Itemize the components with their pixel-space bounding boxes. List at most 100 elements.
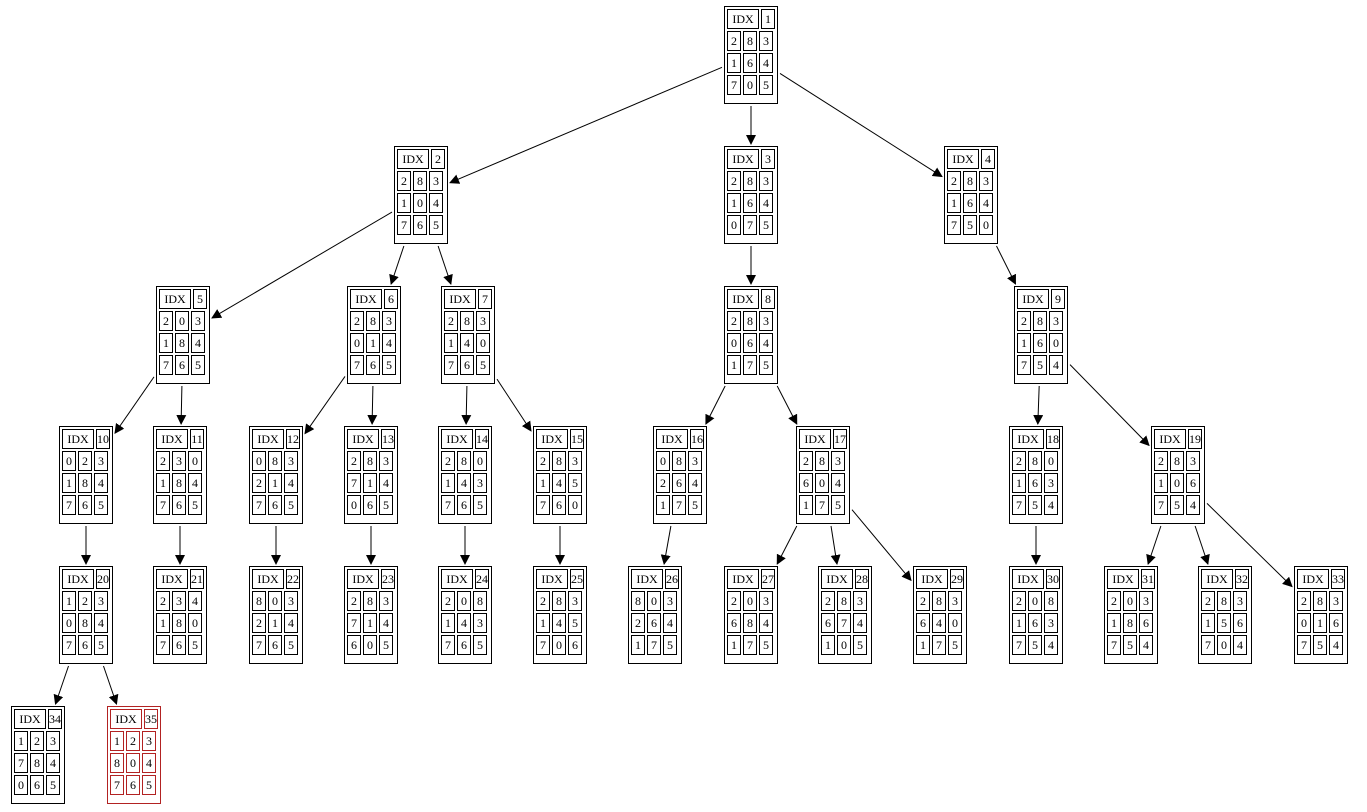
idx-value: 31	[1141, 569, 1155, 589]
tile-cell: 8	[30, 753, 44, 773]
tile-cell: 0	[1028, 591, 1042, 611]
tile-cell: 2	[1107, 591, 1121, 611]
tile-cell: 5	[429, 215, 443, 235]
idx-value: 24	[475, 569, 489, 589]
idx-label: IDX	[444, 289, 476, 309]
tile-cell: 2	[536, 591, 550, 611]
tile-cell: 1	[268, 473, 282, 493]
tile-cell: 4	[46, 753, 60, 773]
tile-cell: 0	[188, 451, 202, 471]
tile-cell: 0	[62, 613, 76, 633]
tile-cell: 4	[759, 333, 773, 353]
tile-cell: 1	[62, 473, 76, 493]
tile-cell: 1	[1012, 473, 1026, 493]
tile-cell: 4	[759, 613, 773, 633]
tile-cell: 0	[656, 451, 670, 471]
tile-cell: 3	[382, 311, 396, 331]
tile-cell: 3	[948, 591, 962, 611]
tile-cell: 4	[188, 473, 202, 493]
tile-cell: 0	[552, 635, 566, 655]
edge-19-33	[1206, 503, 1293, 588]
tile-cell: 0	[347, 495, 361, 515]
tile-cell: 3	[759, 171, 773, 191]
tile-cell: 6	[1139, 613, 1153, 633]
tile-cell: 0	[727, 333, 741, 353]
tile-cell: 7	[1017, 355, 1031, 375]
tile-cell: 7	[815, 495, 829, 515]
tile-cell: 7	[62, 635, 76, 655]
tile-cell: 5	[476, 355, 490, 375]
tile-cell: 4	[932, 613, 946, 633]
tile-cell: 8	[743, 613, 757, 633]
idx-value: 2	[431, 149, 445, 169]
tile-cell: 3	[191, 311, 205, 331]
tile-cell: 4	[1044, 635, 1058, 655]
tile-cell: 5	[379, 495, 393, 515]
tile-cell: 4	[382, 333, 396, 353]
tile-cell: 5	[1028, 495, 1042, 515]
tile-cell: 6	[1028, 473, 1042, 493]
tile-cell: 0	[62, 451, 76, 471]
tile-cell: 2	[78, 591, 92, 611]
tile-cell: 3	[1044, 613, 1058, 633]
tile-cell: 2	[78, 451, 92, 471]
edge-1-2	[449, 66, 723, 184]
tile-cell: 8	[1123, 613, 1137, 633]
tile-cell: 7	[837, 613, 851, 633]
tile-cell: 7	[110, 775, 124, 795]
edge-9-18	[1033, 385, 1044, 425]
tile-cell: 3	[688, 451, 702, 471]
tile-cell: 0	[14, 775, 28, 795]
tile-cell: 1	[1313, 613, 1327, 633]
tile-cell: 4	[457, 473, 471, 493]
tile-cell: 8	[1217, 591, 1231, 611]
tile-cell: 6	[1186, 473, 1200, 493]
tile-cell: 8	[743, 171, 757, 191]
idx-value: 19	[1188, 429, 1202, 449]
tile-cell: 7	[159, 355, 173, 375]
idx-label: IDX	[159, 289, 191, 309]
tile-cell: 4	[94, 613, 108, 633]
tile-cell: 3	[1049, 311, 1063, 331]
tile-cell: 4	[759, 193, 773, 213]
